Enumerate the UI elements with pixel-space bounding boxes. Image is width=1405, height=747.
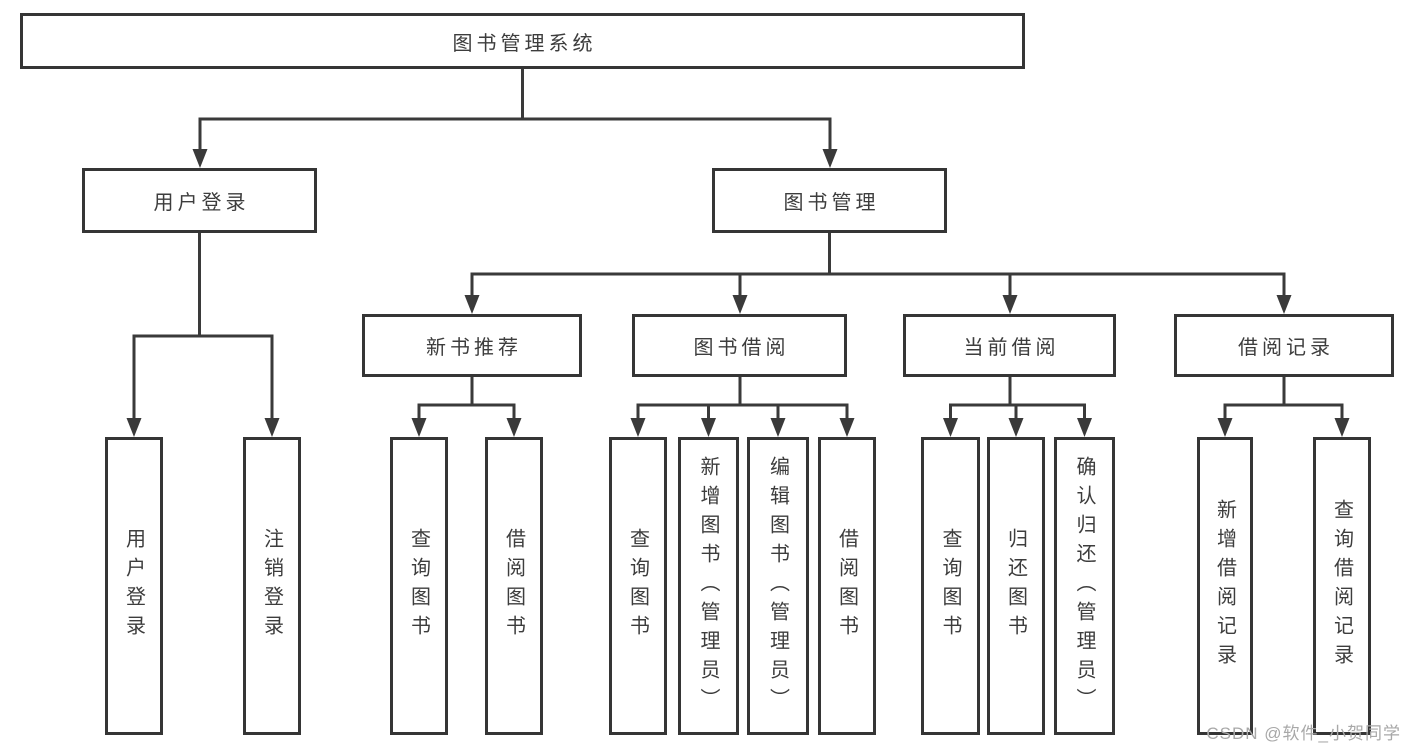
arrowhead-icon <box>464 295 480 314</box>
leaf-return-book: 归还图书 <box>987 437 1045 735</box>
connector-root-to-level1 <box>192 67 838 168</box>
watermark: CSDN @软件_小贺同学 <box>1206 724 1401 743</box>
leaf-query-books-recommend: 查询图书 <box>390 437 448 735</box>
leaf-logout: 注销登录 <box>243 437 301 735</box>
node-new-book-recommend: 新书推荐 <box>362 314 582 377</box>
node-book-borrowing: 图书借阅 <box>632 314 847 377</box>
leaf-user-login: 用户登录 <box>105 437 163 735</box>
arrowhead-icon <box>1276 295 1292 314</box>
node-borrowing-records: 借阅记录 <box>1174 314 1394 377</box>
arrowhead-icon <box>506 418 522 437</box>
arrowhead-icon <box>943 418 958 437</box>
node-library-system: 图书管理系统 <box>20 13 1025 69</box>
connector-newbook-to-leaves <box>411 375 522 437</box>
leaf-add-book-admin: 新增图书（管理员） <box>678 437 739 735</box>
arrowhead-icon <box>126 418 142 437</box>
arrowhead-icon <box>822 149 838 168</box>
node-current-borrowing: 当前借阅 <box>903 314 1116 377</box>
arrowhead-icon <box>1077 418 1092 437</box>
connector-currentborrow-to-leaves <box>943 375 1092 437</box>
arrowhead-icon <box>1002 295 1018 314</box>
leaf-add-borrow-record: 新增借阅记录 <box>1197 437 1253 735</box>
arrowhead-icon <box>839 418 855 437</box>
arrowhead-icon <box>770 418 786 437</box>
arrowhead-icon <box>1008 418 1024 437</box>
arrowhead-icon <box>630 418 646 437</box>
arrowhead-icon <box>1217 418 1233 437</box>
leaf-edit-book-admin: 编辑图书（管理员） <box>747 437 809 735</box>
arrowhead-icon <box>1334 418 1350 437</box>
arrowhead-icon <box>264 418 280 437</box>
connector-bookborrow-to-leaves <box>630 375 855 437</box>
leaf-query-books-current: 查询图书 <box>921 437 980 735</box>
arrowhead-icon <box>192 149 208 168</box>
connector-userlogin-to-leaves <box>126 231 280 437</box>
connector-bookmgmt-to-level2 <box>464 231 1292 314</box>
leaf-borrow-books: 借阅图书 <box>818 437 876 735</box>
leaf-query-borrow-record: 查询借阅记录 <box>1313 437 1371 735</box>
connector-records-to-leaves <box>1217 375 1350 437</box>
node-book-management: 图书管理 <box>712 168 947 233</box>
leaf-query-books-borrow: 查询图书 <box>609 437 667 735</box>
leaf-confirm-return-admin: 确认归还（管理员） <box>1054 437 1115 735</box>
node-user-login: 用户登录 <box>82 168 317 233</box>
arrowhead-icon <box>411 418 427 437</box>
arrowhead-icon <box>701 418 716 437</box>
leaf-borrow-books-recommend: 借阅图书 <box>485 437 543 735</box>
arrowhead-icon <box>732 295 748 314</box>
